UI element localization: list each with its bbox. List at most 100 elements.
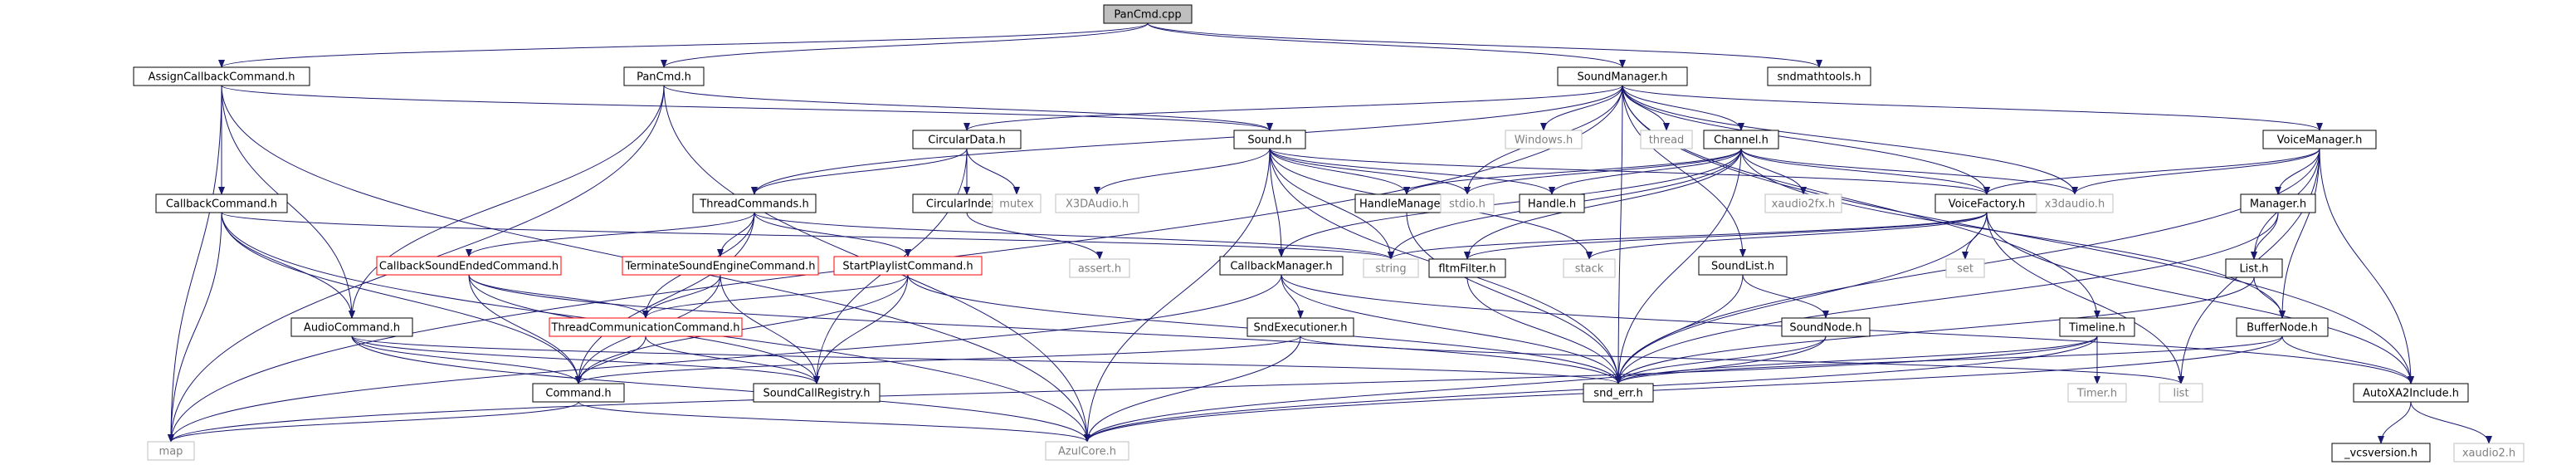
node-snderr[interactable]: snd_err.h [1583,383,1654,403]
node-box [1069,258,1130,278]
node-circdata[interactable]: CircularData.h [912,130,1022,149]
edge-channel-to-fltfilter [1464,148,1742,260]
node-box [1703,130,1779,149]
node-label: xaudio2.h [2462,448,2515,460]
node-box [2067,383,2127,403]
edge-startplaylist-to-threadcomm [642,274,909,319]
edge-sound-to-string [1269,148,1394,260]
node-box [2036,193,2114,213]
node-sound[interactable]: Sound.h [1233,130,1306,149]
node-soundlist[interactable]: SoundList.h [1698,256,1788,276]
node-label: xaudio2fx.h [1772,198,1836,211]
node-x3daudio-cap: X3DAudio.h [1055,193,1139,213]
edge-cbmgr-to-map [168,274,1282,443]
node-threadcmds[interactable]: ThreadCommands.h [692,193,817,213]
node-handlemgr[interactable]: HandleManager.h [1354,193,1459,213]
edge-pancmd_cpp-to-sndmath [1147,22,1822,68]
edge-cbcmd-to-audiocmd [221,212,355,319]
node-startplaylist[interactable]: StartPlaylistCommand.h [833,256,983,276]
node-box [2159,383,2203,403]
edge-cbsoundended-to-threadcomm [468,274,649,319]
edge-threadcmds-to-cbsoundended [466,212,755,257]
edge-soundmgr-to-windows [1540,85,1623,131]
node-cbsoundended[interactable]: CallbackSoundEndedCommand.h [376,256,562,276]
edge-list_h-to-buffernode [2253,277,2286,319]
node-box [147,441,195,461]
edge-channel-to-handlemgr [1403,148,1742,195]
edge-sndexec-to-list_sys [1300,335,2184,384]
node-stack: stack [1563,258,1616,278]
edge-voicefactory-to-autoxa2 [1986,212,2414,384]
edge-pancmd_cpp-to-assign_cb [218,22,1149,68]
edge-voicefactory-to-stack [1586,212,1988,260]
node-list-sys: list [2159,383,2203,403]
node-autoxa2[interactable]: AutoXA2Include.h [2353,383,2469,403]
edge-layer [168,22,2492,444]
node-box [1781,317,1871,337]
edge-cbsoundended-to-command [468,274,582,384]
node-command[interactable]: Command.h [532,383,625,403]
edge-pancmd_h-to-audiocmd [349,85,665,319]
edge-manager-to-snderr [1615,212,2279,384]
edge-manager-to-list_h [2251,212,2279,260]
node-termsound[interactable]: TerminateSoundEngineCommand.h [622,256,819,276]
node-box [1557,66,1688,86]
node-voicefactory[interactable]: VoiceFactory.h [1934,193,2039,213]
node-label: Manager.h [2250,198,2306,211]
edge-cbcmd-to-command [221,212,582,384]
node-vcsversion[interactable]: _vcsversion.h [2331,443,2431,463]
edge-sound-to-azulcore [1084,148,1271,443]
node-box [912,130,1022,149]
node-label: thread [1649,135,1685,147]
edge-soundmgr-to-snderr [1615,85,1623,384]
node-timer: Timer.h [2067,383,2127,403]
node-azulcore: AzulCore.h [1045,441,1129,461]
edge-sound-to-handle [1269,148,1555,195]
node-soundcallreg[interactable]: SoundCallRegistry.h [753,383,881,403]
node-sndexec[interactable]: SndExecutioner.h [1247,317,1354,337]
node-label: HandleManager.h [1359,198,1454,211]
edge-soundlist-to-soundnode [1742,274,1829,319]
node-label: stack [1575,263,1604,276]
edge-sound-to-x3daudio_cap [1094,148,1271,195]
node-sndmath[interactable]: sndmathtools.h [1767,66,1871,86]
node-buffernode[interactable]: BufferNode.h [2236,317,2329,337]
node-box [1440,193,1495,213]
node-fltfilter[interactable]: fltmFilter.h [1428,258,1506,278]
node-handle[interactable]: Handle.h [1519,193,1585,213]
node-box [1045,441,1129,461]
edge-voicefactory-to-list_sys [1986,212,2184,384]
edge-pancmd_cpp-to-pancmd_h [661,22,1149,68]
node-label: AssignCallbackCommand.h [149,71,295,84]
node-string: string [1363,258,1419,278]
node-assign-cb[interactable]: AssignCallbackCommand.h [133,66,310,86]
edge-channel-to-cbmgr [1278,148,1742,257]
node-label: X3DAudio.h [1066,198,1129,211]
node-threadcomm[interactable]: ThreadCommunicationCommand.h [549,317,743,337]
edge-soundmgr-to-soundlist [1622,85,1746,257]
edge-soundnode-to-azulcore [1084,335,1827,443]
node-manager[interactable]: Manager.h [2240,193,2316,213]
edge-fltfilter-to-snderr [1466,277,1622,384]
node-pancmd-cpp[interactable]: PanCmd.cpp [1103,4,1193,24]
node-cbcmd[interactable]: CallbackCommand.h [155,193,288,213]
node-label: Timeline.h [2068,322,2125,335]
node-label: ThreadCommunicationCommand.h [550,322,739,335]
node-voicemgr[interactable]: VoiceManager.h [2262,130,2377,149]
node-list-h[interactable]: List.h [2225,258,2283,278]
node-audiocmd[interactable]: AudioCommand.h [290,317,413,337]
node-pancmd-h[interactable]: PanCmd.h [623,66,705,86]
edge-buffernode-to-autoxa2 [2281,335,2414,384]
node-cbmgr[interactable]: CallbackManager.h [1219,256,1344,276]
node-timeline[interactable]: Timeline.h [2059,317,2135,337]
node-soundmgr[interactable]: SoundManager.h [1557,66,1688,86]
node-label: list [2173,388,2188,400]
node-channel[interactable]: Channel.h [1703,130,1779,149]
node-label: string [1375,263,1406,276]
node-soundnode[interactable]: SoundNode.h [1781,317,1871,337]
edge-sndexec-to-command [575,335,1301,384]
edge-circindex-to-assert [966,212,1103,260]
node-label: x3daudio.h [2045,198,2105,211]
node-label: AzulCore.h [1058,446,1116,458]
node-box [1767,66,1871,86]
